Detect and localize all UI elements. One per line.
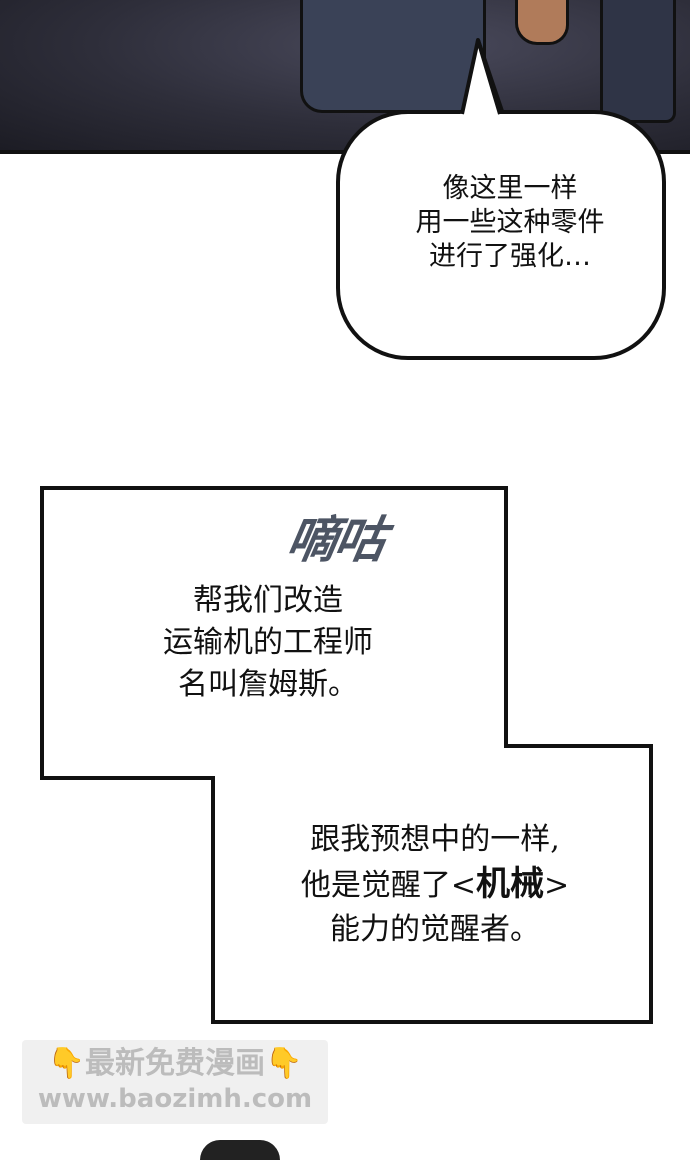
- narration-line: 跟我预想中的一样,: [310, 822, 560, 857]
- narration-suffix: >: [544, 868, 570, 903]
- narration-line: 能力的觉醒者。: [330, 912, 540, 947]
- character-leg-right: [600, 0, 676, 123]
- speech-line: 用一些这种零件: [415, 207, 605, 238]
- sound-effect-text: 嘀咕: [282, 510, 389, 569]
- speech-bubble-text: 像这里一样 用一些这种零件 进行了强化…: [380, 172, 640, 274]
- speech-bubble-shape: [336, 38, 666, 360]
- character-legs: [300, 0, 486, 113]
- watermark-url: www.baozimh.com: [37, 1084, 313, 1114]
- narration-line: 帮我们改造: [193, 583, 343, 618]
- pointing-down-hand-icon: 👇: [47, 1046, 85, 1081]
- narration-text-1: 帮我们改造 运输机的工程师 名叫詹姆斯。: [118, 580, 418, 706]
- character-hand: [515, 0, 569, 45]
- speech-line: 像这里一样: [442, 173, 578, 204]
- watermark-title: 最新免费漫画: [85, 1046, 265, 1081]
- watermark: 👇最新免费漫画👇 www.baozimh.com: [22, 1040, 328, 1124]
- top-comic-panel: [0, 0, 690, 154]
- next-panel-edge: [200, 1140, 280, 1160]
- narration-box-shape: [40, 486, 653, 1024]
- narration-text-2: 跟我预想中的一样, 他是觉醒了<机械> 能力的觉醒者。: [240, 818, 630, 952]
- narration-highlight: 机械: [476, 864, 544, 904]
- pointing-down-hand-icon: 👇: [265, 1046, 303, 1081]
- narration-line: 他是觉醒了<机械>: [240, 862, 630, 908]
- speech-line: 进行了强化…: [429, 241, 591, 272]
- narration-prefix: 他是觉醒了<: [300, 868, 476, 903]
- narration-line: 运输机的工程师: [163, 625, 373, 660]
- narration-line: 名叫詹姆斯。: [178, 667, 358, 702]
